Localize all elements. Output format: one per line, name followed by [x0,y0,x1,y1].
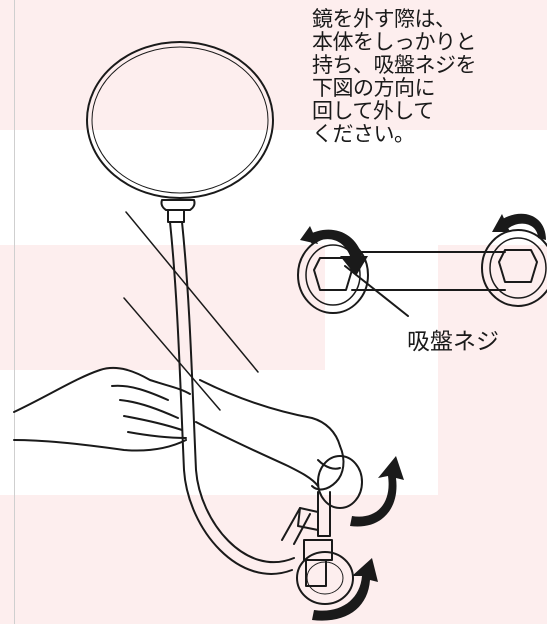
instruction-line: 持ち、吸盤ネジを [312,53,477,77]
diagonal-guide-lines [123,211,259,411]
rotation-arrow-icon [312,456,404,621]
inset-rotation-arrow-icon [300,213,546,276]
left-border-line [14,0,15,624]
instruction-line: 鏡を外す際は、 [312,7,456,31]
instruction-line: 本体をしっかりと [312,30,477,54]
instruction-text: 鏡を外す際は、 本体をしっかりと 持ち、吸盤ネジを 下図の方向に 回して外して … [312,8,542,146]
right-hand-icon [195,379,345,491]
instruction-line: 回して外して [312,99,434,123]
left-hand-icon [13,366,191,452]
suction-screw-detail-icon [297,229,547,317]
gooseneck-arm-icon [169,221,295,575]
mirror-clip-icon [160,199,196,223]
round-mirror-icon [86,41,274,199]
suction-screw-callout: 吸盤ネジ [407,329,499,355]
instruction-line: ください。 [312,122,415,146]
instruction-line: 下図の方向に [312,76,436,100]
lower-suction-mount-icon [281,455,363,605]
